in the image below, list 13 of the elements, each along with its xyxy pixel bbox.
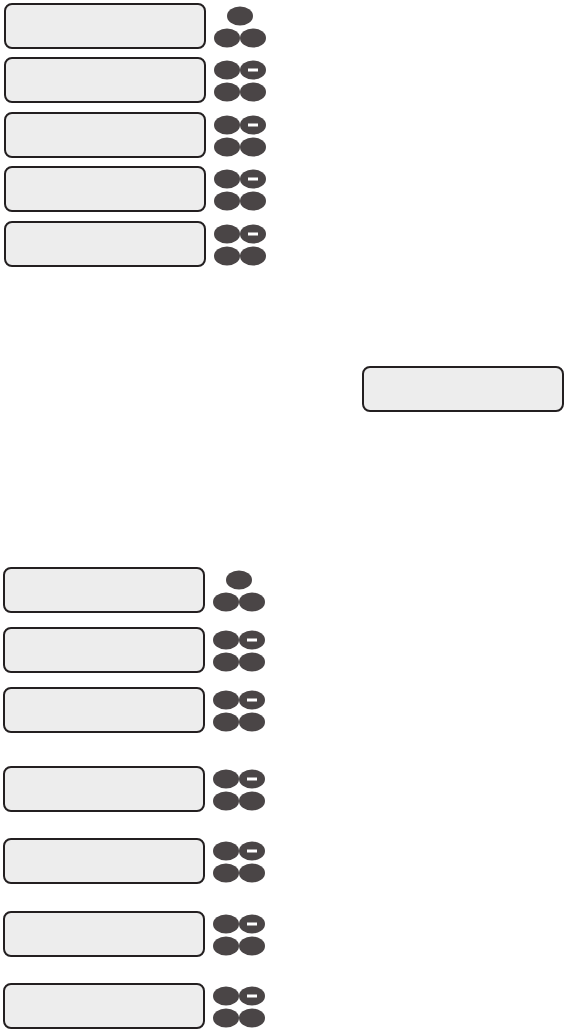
display-box xyxy=(3,627,205,673)
display-box xyxy=(3,687,205,733)
display-box xyxy=(4,166,206,212)
display-box xyxy=(362,366,564,412)
display-box xyxy=(4,221,206,267)
display-box xyxy=(4,3,206,49)
display-box xyxy=(3,567,205,613)
display-box xyxy=(4,57,206,103)
display-box xyxy=(3,766,205,812)
display-box xyxy=(4,112,206,158)
display-box xyxy=(3,983,205,1029)
display-box xyxy=(3,911,205,957)
display-box xyxy=(3,838,205,884)
